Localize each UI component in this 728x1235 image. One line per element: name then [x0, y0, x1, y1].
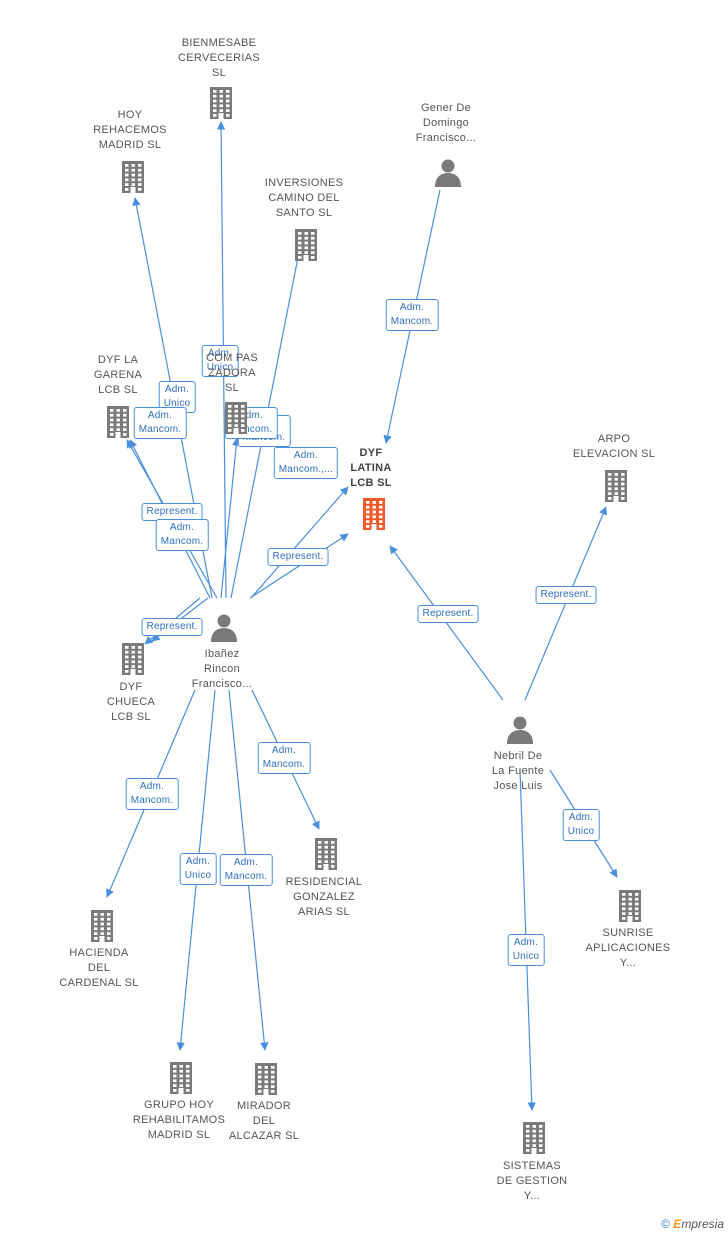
node-label-hoy-rehacemos[interactable]: HOY REHACEMOS MADRID SL [93, 109, 167, 151]
node-label-mirador[interactable]: MIRADOR DEL ALCAZAR SL [228, 1100, 300, 1142]
brand-name: mpresia [681, 1217, 724, 1231]
node-label-gener[interactable]: Gener De Domingo Francisco... [415, 102, 477, 144]
node-label-grupo-hoy[interactable]: GRUPO HOY REHABILITAMOS MADRID SL [132, 1099, 226, 1141]
edge-label[interactable]: Adm. Mancom. [385, 299, 439, 331]
node-label-bienmesabe[interactable]: BIENMESABE CERVECERIAS SL [178, 37, 260, 79]
brand-initial: E [673, 1217, 682, 1231]
building-icon[interactable] [103, 404, 133, 443]
building-icon[interactable] [87, 908, 117, 947]
edge-label[interactable]: Represent. [417, 605, 479, 623]
node-label-dyf-latina[interactable]: DYF LATINA LCB SL [350, 447, 392, 489]
building-icon[interactable] [206, 85, 236, 124]
building-icon[interactable] [615, 888, 645, 927]
building-icon[interactable] [251, 1061, 281, 1100]
person-icon[interactable] [209, 612, 239, 647]
edge-nebril-to-dyf_latina [389, 545, 504, 701]
node-label-dyf-garena[interactable]: DYF LA GARENA LCB SL [93, 354, 143, 396]
edge-label[interactable]: Adm. Mancom.,... [273, 447, 339, 479]
building-icon[interactable] [291, 227, 321, 266]
edge-label[interactable]: Adm. Unico [507, 934, 545, 966]
edge-ibanez-to-dyf_latina [249, 533, 349, 599]
building-icon[interactable] [118, 159, 148, 198]
node-label-arpo[interactable]: ARPO ELEVACION SL [572, 433, 656, 460]
edge-label[interactable]: Adm. Mancom. [257, 742, 311, 774]
edge-label[interactable]: Adm. Unico [201, 345, 239, 377]
edge-label[interactable]: Adm. Mancom. [125, 778, 179, 810]
node-label-residencial[interactable]: RESIDENCIAL GONZALEZ ARIAS SL [285, 876, 363, 918]
edge-label[interactable]: Adm. Unico [179, 853, 217, 885]
node-label-sunrise[interactable]: SUNRISE APLICACIONES Y... [585, 927, 671, 969]
edge-label[interactable]: Represent. [141, 618, 203, 636]
building-icon[interactable] [118, 641, 148, 680]
edge-label[interactable]: Represent. [267, 548, 329, 566]
brand-footer[interactable]: © Empresia [661, 1217, 724, 1231]
node-label-comercializadora[interactable]: COM PAS ZADORA SL [205, 352, 259, 394]
building-icon[interactable] [311, 836, 341, 875]
node-label-inversiones[interactable]: INVERSIONES CAMINO DEL SANTO SL [264, 177, 344, 219]
building-icon[interactable] [166, 1060, 196, 1099]
node-label-nebril[interactable]: Nebril De La Fuente Jose Luis [491, 750, 545, 792]
edge-label[interactable]: Adm. Mancom. [133, 407, 187, 439]
edge-label[interactable]: Represent. [535, 586, 597, 604]
edge-label[interactable]: Adm. Unico [562, 809, 600, 841]
edge-ibanez-to-dyf_latina [250, 486, 349, 599]
copyright-symbol: © [661, 1217, 670, 1231]
person-icon[interactable] [433, 157, 463, 192]
edge-label[interactable]: Adm. Mancom. [155, 519, 209, 551]
node-label-sistemas[interactable]: SISTEMAS DE GESTION Y... [496, 1160, 568, 1202]
node-label-dyf-chueca[interactable]: DYF CHUECA LCB SL [106, 681, 156, 723]
node-label-hacienda[interactable]: HACIENDA DEL CARDENAL SL [59, 947, 139, 989]
building-icon[interactable] [519, 1120, 549, 1159]
node-label-ibanez[interactable]: Ibañez Rincon Francisco... [191, 648, 253, 690]
edge-label[interactable]: Adm. Mancom. [219, 854, 273, 886]
building-icon[interactable] [221, 400, 251, 439]
edge-ibanez-to-comercializadora [220, 437, 241, 599]
person-icon[interactable] [505, 714, 535, 749]
building-icon[interactable] [359, 496, 389, 535]
building-icon[interactable] [601, 468, 631, 507]
